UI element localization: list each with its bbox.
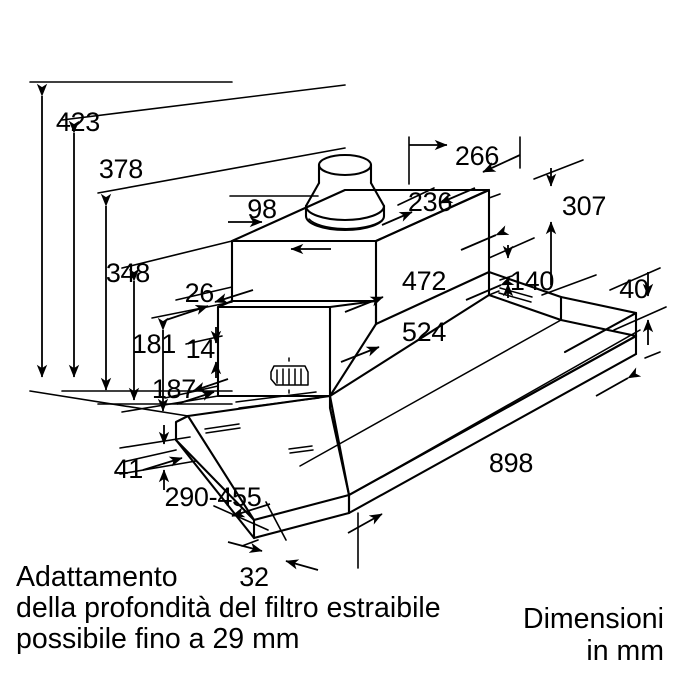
- dim-266: 266: [408, 136, 521, 185]
- dim-label-378: 378: [99, 154, 143, 184]
- control-panel-detail: [270, 357, 309, 394]
- dim-label-236: 236: [408, 187, 452, 217]
- dim-label-26: 26: [185, 278, 214, 308]
- note-adaptation-line3: possibile fino a 29 mm: [16, 623, 300, 655]
- dim-26: 26: [165, 278, 254, 321]
- dim-472: 472: [344, 193, 510, 313]
- dim-label-32: 32: [239, 562, 268, 592]
- hood-geometry: [174, 153, 641, 540]
- filter-slide-grooves: [204, 287, 533, 454]
- dim-label-898: 898: [489, 448, 533, 478]
- dim-290-455: 290-455: [122, 449, 271, 531]
- dim-label-98: 98: [247, 194, 276, 224]
- dim-label-181: 181: [132, 329, 176, 359]
- note-adaptation-line2: della profondità del filtro estraibile: [16, 592, 441, 624]
- dim-98: 98: [228, 194, 331, 255]
- note-units-line1: Dimensioni: [523, 603, 664, 635]
- dim-label-14: 14: [186, 334, 216, 364]
- dimension-annotations: 423 378 348 181: [29, 81, 667, 592]
- dim-label-266: 266: [455, 141, 499, 171]
- dim-label-472: 472: [402, 266, 446, 296]
- dim-32: 32: [227, 501, 319, 592]
- dim-label-290-455: 290-455: [165, 482, 262, 512]
- dim-187: 187: [152, 374, 229, 405]
- dim-label-40: 40: [619, 274, 648, 304]
- dim-307: 307: [533, 159, 606, 296]
- front-bar: [347, 329, 641, 515]
- dim-181: 181: [121, 240, 233, 413]
- dim-187-stack: [151, 301, 233, 412]
- dim-378: 378: [61, 84, 346, 392]
- dim-label-423: 423: [56, 107, 100, 137]
- dim-140: 140: [488, 237, 554, 298]
- dim-label-187: 187: [152, 374, 196, 404]
- note-units-line2: in mm: [586, 635, 664, 667]
- frame-inner-lines: [328, 290, 500, 497]
- dim-898: 898: [241, 351, 661, 547]
- dim-524: 524: [340, 275, 515, 363]
- dim-label-140: 140: [510, 266, 554, 296]
- exhaust-duct-collar: [304, 153, 386, 232]
- dim-40: 40: [609, 267, 667, 345]
- note-adaptation-line1: Adattamento: [16, 561, 178, 593]
- dim-14: 14: [185, 327, 223, 378]
- dim-236: 236: [381, 187, 476, 226]
- dim-label-524: 524: [402, 317, 446, 347]
- notes: Adattamento della profondità del filtro …: [16, 561, 664, 667]
- dim-label-307: 307: [562, 191, 606, 221]
